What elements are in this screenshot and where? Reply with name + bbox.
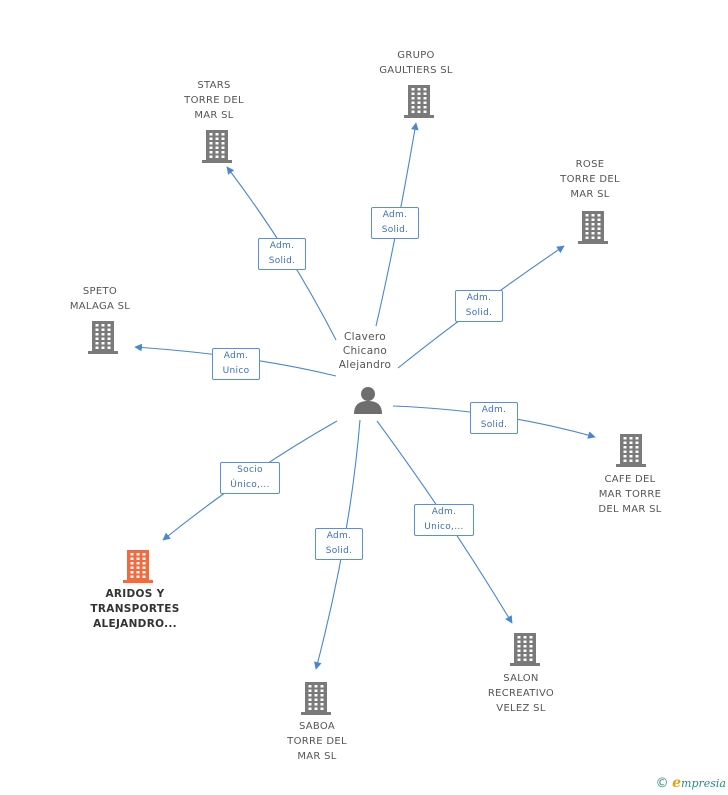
copyright-symbol: © <box>655 776 669 791</box>
person-icon[interactable] <box>352 384 384 416</box>
edge-label-aridos[interactable]: Socio Único,... <box>220 462 280 494</box>
center-person-name[interactable]: Clavero Chicano Alejandro <box>338 331 392 371</box>
edge-label-cafe-del-mar[interactable]: Adm. Solid. <box>470 402 518 434</box>
company-label-aridos[interactable]: ARIDOS Y TRANSPORTES ALEJANDRO... <box>90 588 180 630</box>
company-label-grupo-gaultiers[interactable]: GRUPO GAULTIERS SL <box>379 50 453 76</box>
company-label-salon-recreativo[interactable]: SALON RECREATIVO VELEZ SL <box>487 673 555 714</box>
footer-brand: © empresia <box>656 775 726 791</box>
company-label-saboa-torre[interactable]: SABOA TORRE DEL MAR SL <box>287 721 347 762</box>
edge-label-rose-torre[interactable]: Adm. Solid. <box>455 290 503 322</box>
building-icon[interactable] <box>123 549 153 583</box>
building-icon[interactable] <box>202 129 232 163</box>
building-icon[interactable] <box>404 84 434 118</box>
edge-label-speto-malaga[interactable]: Adm. Unico <box>212 348 260 380</box>
building-icon[interactable] <box>510 632 540 666</box>
building-icon[interactable] <box>578 210 608 244</box>
building-icon[interactable] <box>616 433 646 467</box>
edge-label-saboa-torre[interactable]: Adm. Solid. <box>315 528 363 560</box>
brand-name: mpresia <box>681 777 726 790</box>
company-label-cafe-del-mar[interactable]: CAFE DEL MAR TORRE DEL MAR SL <box>598 474 662 515</box>
edge-label-salon-recreativo[interactable]: Adm. Unico,... <box>414 504 474 536</box>
company-label-stars-torre[interactable]: STARS TORRE DEL MAR SL <box>184 80 244 121</box>
company-label-rose-torre[interactable]: ROSE TORRE DEL MAR SL <box>560 159 620 200</box>
edge-label-grupo-gaultiers[interactable]: Adm. Solid. <box>371 207 419 239</box>
brand-initial: e <box>672 775 682 791</box>
building-icon[interactable] <box>88 320 118 354</box>
company-label-speto-malaga[interactable]: SPETO MALAGA SL <box>69 286 131 312</box>
building-icon[interactable] <box>301 681 331 715</box>
edge-label-stars-torre[interactable]: Adm. Solid. <box>258 238 306 270</box>
